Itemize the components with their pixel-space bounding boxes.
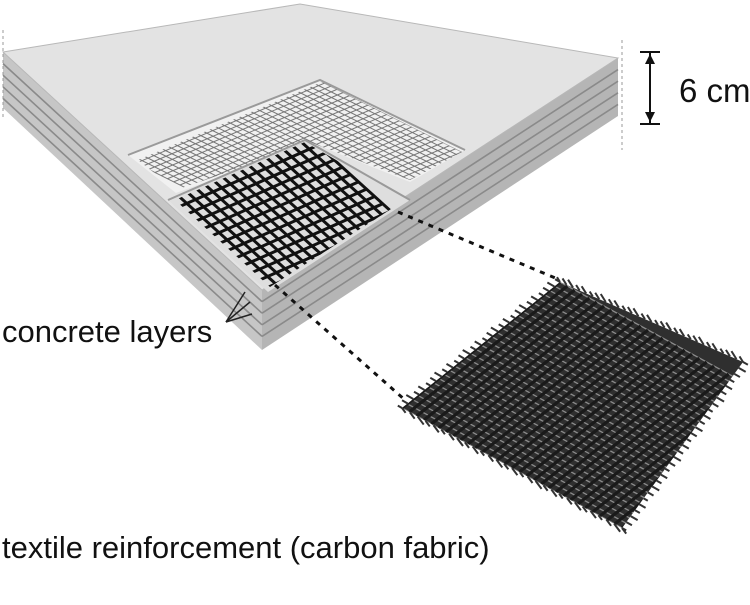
upper-recess-edge (127, 78, 466, 156)
thickness-dimension (640, 51, 660, 125)
carbon-fabric-weave (402, 282, 743, 528)
concrete-layer-lines (2, 63, 619, 338)
concrete-layers-pointer (225, 291, 253, 323)
fabric-leader-lines (274, 210, 561, 402)
concrete-layers-label: concrete layers (2, 314, 213, 349)
slab-left-face (3, 52, 262, 350)
thickness-label: 6 cm (679, 72, 750, 109)
carbon-fabric-fringe (397, 276, 749, 535)
slab-right-face (262, 58, 618, 350)
textile-reinforcement-label: textile reinforcement (carbon fabric) (2, 530, 490, 565)
lower-recess (168, 140, 410, 292)
lower-recess-edge (167, 138, 411, 201)
upper-recess (128, 80, 465, 193)
